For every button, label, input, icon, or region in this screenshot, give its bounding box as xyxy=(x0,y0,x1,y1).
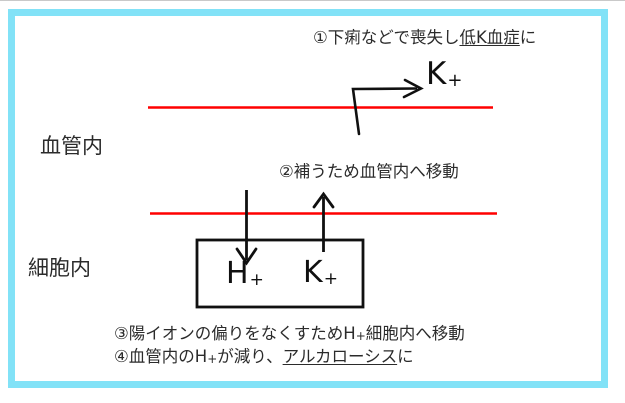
step-1-suffix: に xyxy=(519,28,537,47)
step-3-annotation: ③陽イオンの偏りをなくすためH+細胞内へ移動 xyxy=(114,324,465,346)
step-4-underlined-term: アルカローシス xyxy=(282,347,398,366)
step-3-charge: + xyxy=(355,329,366,343)
step-4-annotation: ④血管内のH+が減り、アルカローシスに xyxy=(114,347,414,369)
cell-potassium-label: K+ xyxy=(303,255,338,290)
region-label-intracellular: 細胞内 xyxy=(28,256,91,280)
potassium-efflux-symbol: K xyxy=(426,56,447,92)
potassium-efflux-charge: + xyxy=(447,70,463,91)
potassium-efflux-label: K+ xyxy=(426,56,462,92)
step-1-annotation: ①下痢などで喪失し低K血症に xyxy=(313,28,536,48)
step-3-suffix: 細胞内へ移動 xyxy=(365,324,465,343)
step-1-prefix: ①下痢などで喪失し xyxy=(313,28,460,47)
step-4-prefix: ④血管内のH xyxy=(114,347,208,366)
step-4-middle: が減り、 xyxy=(217,347,283,366)
cell-hydrogen-label: H+ xyxy=(226,256,264,291)
step-1-underlined-term: 低K血症 xyxy=(459,28,520,47)
step-4-charge: + xyxy=(207,352,218,366)
potassium-influx-arrow xyxy=(312,191,335,252)
hydrogen-influx-arrow xyxy=(235,190,258,266)
figure-border-frame xyxy=(8,9,608,388)
cell-compartment-box xyxy=(195,238,365,309)
cell-potassium-symbol: K xyxy=(303,255,323,290)
cell-hydrogen-symbol: H xyxy=(226,256,249,291)
top-hairline xyxy=(0,0,625,1)
step-4-suffix: に xyxy=(397,347,414,366)
step-3-prefix: ③陽イオンの偏りをなくすためH xyxy=(114,324,356,343)
cell-potassium-charge: + xyxy=(323,269,338,289)
step-2-annotation: ②補うため血管内へ移動 xyxy=(279,162,459,181)
region-label-intravascular: 血管内 xyxy=(40,134,103,158)
potassium-loss-arrow xyxy=(351,78,424,136)
cell-hydrogen-charge: + xyxy=(249,270,264,290)
